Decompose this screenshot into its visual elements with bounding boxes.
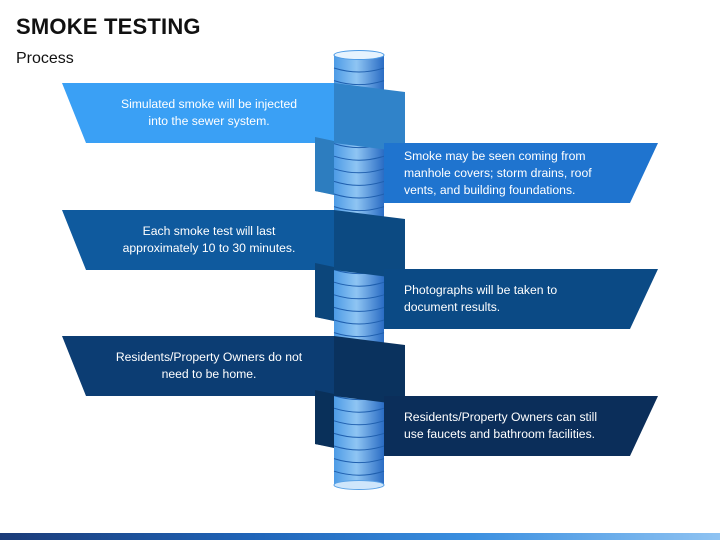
step-3-text: Each smoke test will last approximately 1… bbox=[96, 223, 322, 257]
step-1-band bbox=[62, 83, 405, 152]
step-4-text: Photographs will be taken to document res… bbox=[404, 282, 624, 316]
step-text-line: vents, and building foundations. bbox=[404, 182, 576, 197]
step-1-text: Simulated smoke will be injected into the… bbox=[96, 96, 322, 130]
pipe-ring bbox=[333, 206, 385, 212]
pipe-ring bbox=[333, 420, 385, 426]
step-6-band bbox=[315, 390, 658, 456]
step-text-line: manhole covers; storm drains, roof bbox=[404, 165, 592, 180]
step-6-banner bbox=[384, 396, 658, 456]
step-text-line: Residents/Property Owners can still bbox=[404, 410, 598, 424]
pipe-ring bbox=[333, 332, 385, 338]
ribbon-front-layer bbox=[62, 83, 658, 456]
pipe-ring bbox=[333, 319, 385, 325]
step-2-band bbox=[315, 137, 658, 203]
pipe-top-opening bbox=[333, 50, 385, 60]
step-text-line: Residents/Property Owners do not bbox=[115, 350, 303, 364]
step-text-line: Photographs will be taken to bbox=[404, 283, 558, 297]
step-4-banner bbox=[384, 269, 658, 329]
step-3-banner bbox=[62, 210, 334, 270]
pipe-ring bbox=[333, 306, 385, 312]
step-5-band bbox=[62, 336, 405, 405]
step-2-text: Smoke may be seen coming from manhole cov… bbox=[404, 148, 624, 199]
step-6-fold bbox=[315, 390, 334, 448]
footer-accent-bar bbox=[0, 533, 720, 540]
step-text-line: need to be home. bbox=[161, 367, 257, 381]
pipe-ring bbox=[333, 193, 385, 199]
step-text-line: into the sewer system. bbox=[148, 114, 270, 128]
page-subtitle: Process bbox=[16, 50, 74, 67]
pipe-ring bbox=[333, 80, 385, 86]
pipe-ring bbox=[333, 432, 385, 438]
pipe-ring bbox=[333, 155, 385, 161]
pipe-ring bbox=[333, 445, 385, 451]
step-3-wrap-front bbox=[334, 210, 405, 279]
step-2-banner bbox=[384, 143, 658, 203]
pipe-ring bbox=[333, 407, 385, 413]
step-5-text: Residents/Property Owners do not need to … bbox=[96, 349, 322, 383]
step-2-fold bbox=[315, 137, 334, 195]
step-text-line: approximately 10 to 30 minutes. bbox=[122, 241, 296, 255]
page-title: SMOKE TESTING bbox=[16, 14, 201, 39]
step-text-line: Each smoke test will last bbox=[142, 224, 276, 238]
step-6-text: Residents/Property Owners can still use f… bbox=[404, 409, 624, 443]
pipe-bottom-end bbox=[333, 480, 385, 490]
pipe-ring bbox=[333, 281, 385, 287]
pipe-ring bbox=[333, 458, 385, 464]
step-1-banner bbox=[62, 83, 334, 143]
step-4-band bbox=[315, 263, 658, 329]
pipe-ring bbox=[333, 180, 385, 186]
step-3-band bbox=[62, 210, 405, 279]
step-text-line: Smoke may be seen coming from bbox=[404, 148, 586, 163]
pipe-ring bbox=[333, 294, 385, 300]
step-1-wrap-front bbox=[334, 83, 405, 152]
step-text-line: Simulated smoke will be injected bbox=[120, 97, 298, 111]
pipe-ring bbox=[333, 168, 385, 174]
step-text-line: use faucets and bathroom facilities. bbox=[404, 427, 596, 441]
pipe-ring bbox=[333, 67, 385, 73]
step-5-wrap-front bbox=[334, 336, 405, 405]
step-5-banner bbox=[62, 336, 334, 396]
step-4-fold bbox=[315, 263, 334, 321]
step-text-line: document results. bbox=[404, 300, 501, 314]
pipe-ring bbox=[333, 470, 385, 476]
